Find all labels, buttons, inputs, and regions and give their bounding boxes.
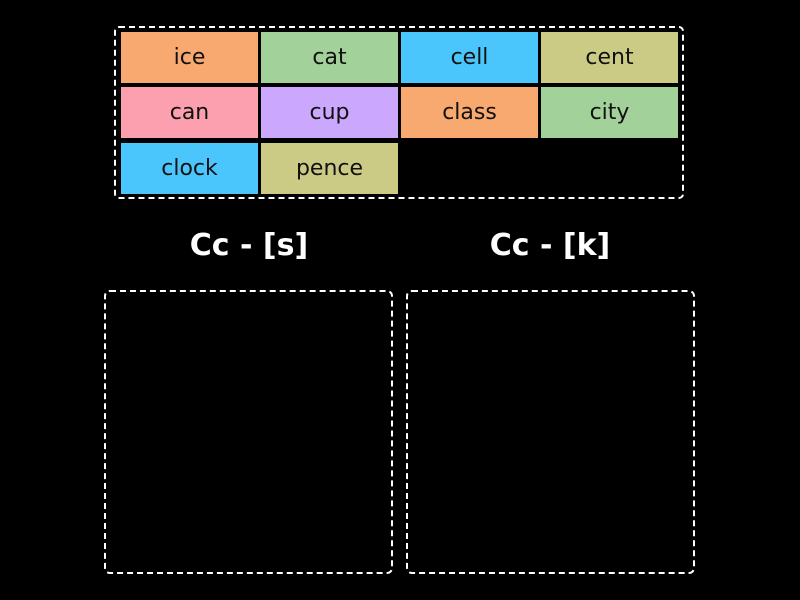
word-tile-can[interactable]: can (121, 87, 258, 138)
word-tile-clock[interactable]: clock (121, 143, 258, 194)
word-tile-cat[interactable]: cat (261, 32, 398, 83)
drop-zone-s[interactable] (104, 290, 393, 574)
word-tile-class[interactable]: class (401, 87, 538, 138)
drop-zone-k[interactable] (406, 290, 695, 574)
group-heading-s: Cc - [s] (189, 228, 309, 263)
word-tile-cup[interactable]: cup (261, 87, 398, 138)
word-tray (114, 26, 684, 199)
word-tile-ice[interactable]: ice (121, 32, 258, 83)
word-tile-cent[interactable]: cent (541, 32, 678, 83)
word-tile-cell[interactable]: cell (401, 32, 538, 83)
group-heading-k: Cc - [k] (489, 228, 611, 263)
word-tile-city[interactable]: city (541, 87, 678, 138)
word-tile-pence[interactable]: pence (261, 143, 398, 194)
